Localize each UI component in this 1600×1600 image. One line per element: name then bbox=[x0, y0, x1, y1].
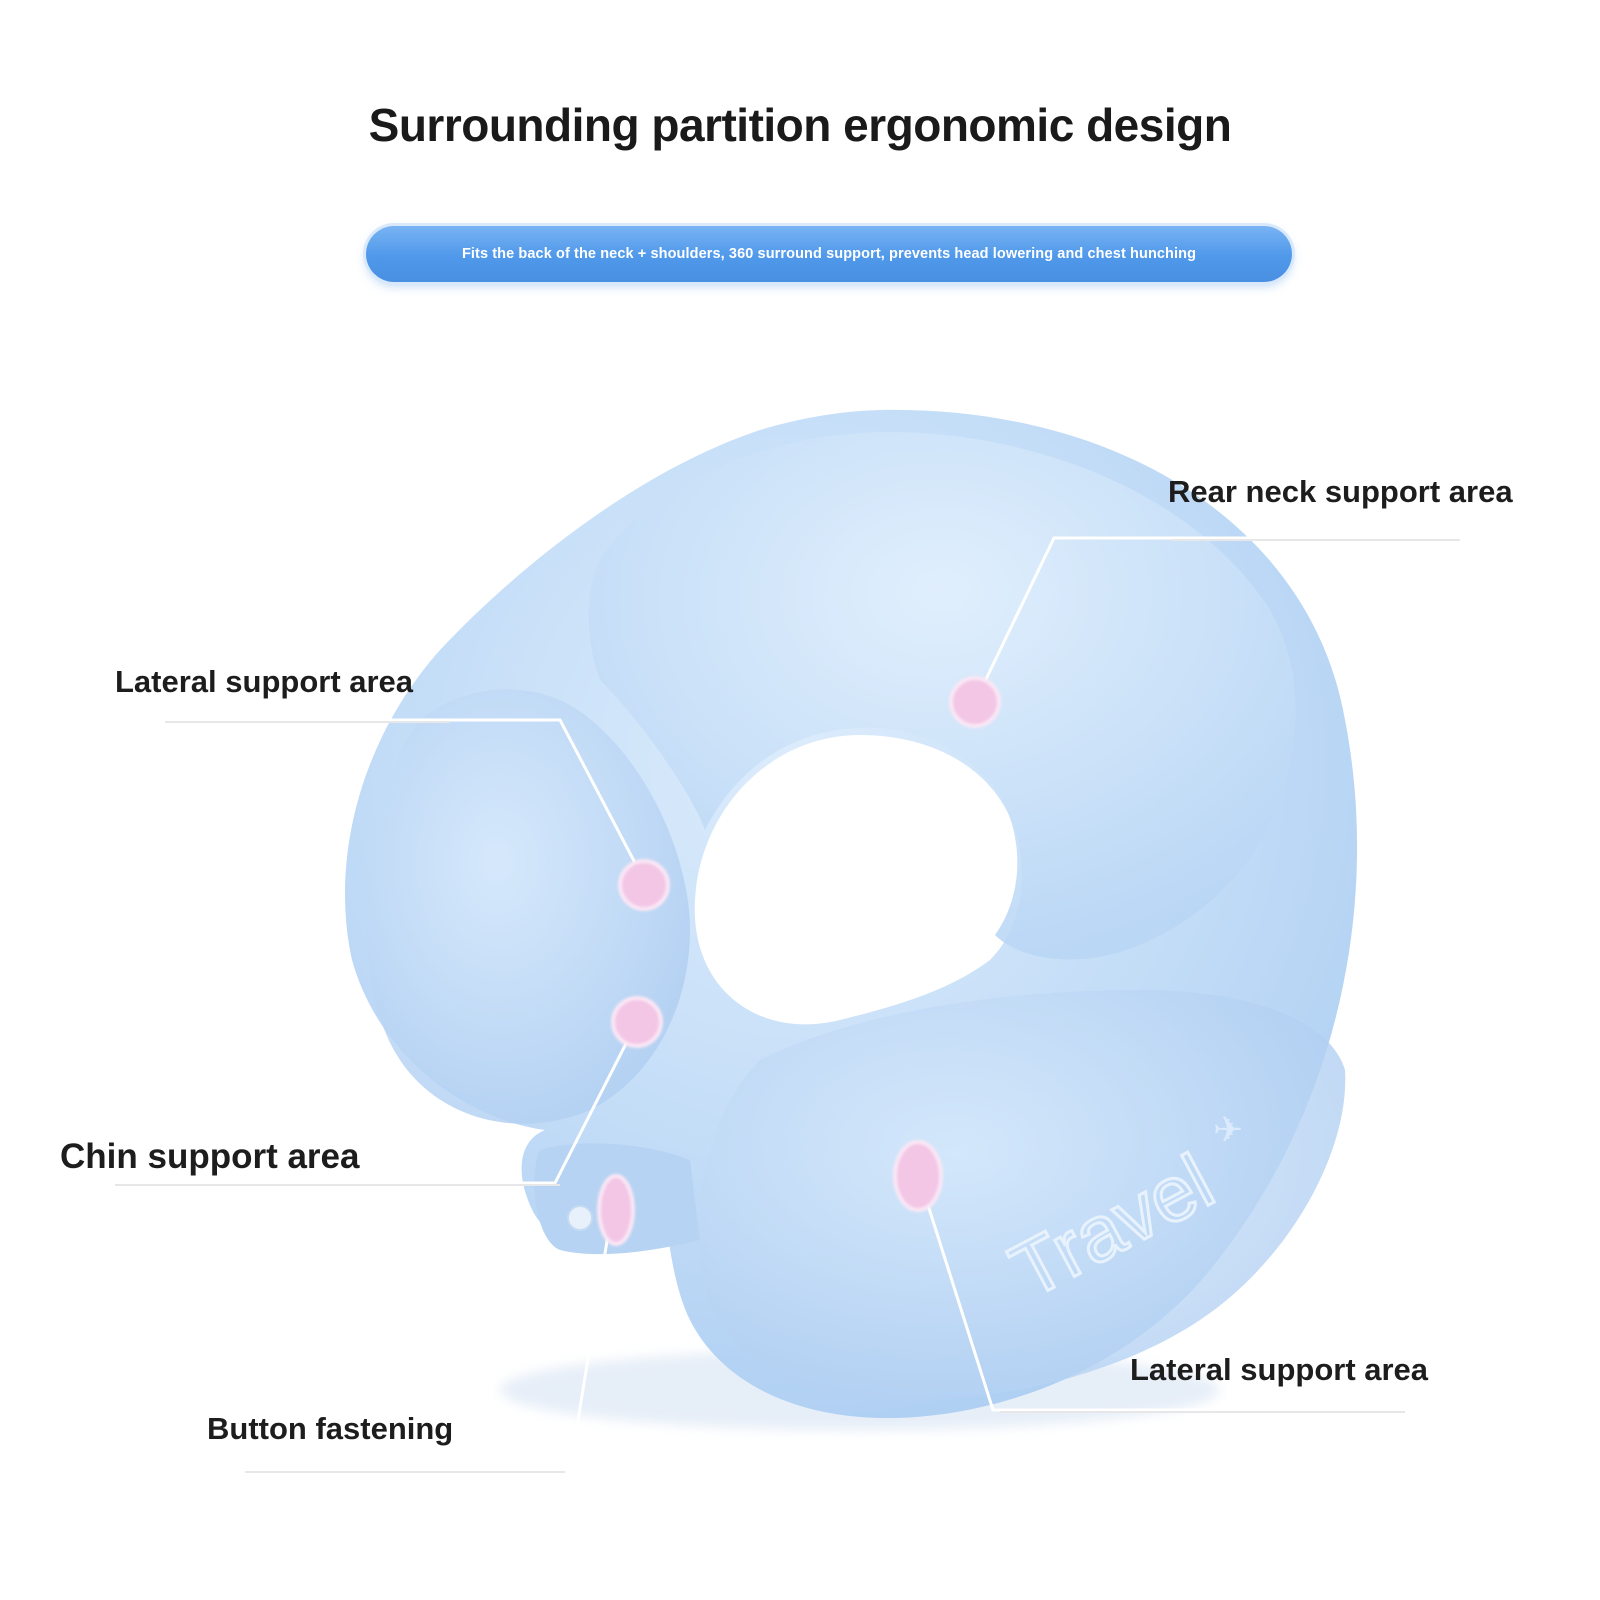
marker-rear-neck bbox=[949, 676, 1001, 728]
callout-rear-neck-support: Rear neck support area bbox=[1168, 474, 1513, 509]
leader-line-lateral-right bbox=[918, 1178, 1407, 1412]
leader-line-chin bbox=[108, 1018, 640, 1185]
page-title: Surrounding partition ergonomic design bbox=[368, 99, 1232, 151]
callout-markers bbox=[597, 676, 1001, 1246]
leader-lines bbox=[108, 536, 1457, 1472]
feature-banner: Fits the back of the neck + shoulders, 3… bbox=[366, 226, 1292, 282]
label-underlines bbox=[115, 539, 1460, 1473]
leader-line-lateral-left bbox=[158, 718, 646, 882]
button-snap bbox=[567, 1205, 593, 1231]
left-lobe bbox=[366, 689, 690, 1124]
callout-lateral-support-right: Lateral support area bbox=[1130, 1352, 1429, 1387]
callout-chin-support: Chin support area bbox=[60, 1137, 360, 1176]
marker-lateral-left bbox=[618, 859, 670, 911]
callout-lateral-support-left: Lateral support area bbox=[115, 664, 414, 699]
rear-neck-panel bbox=[588, 431, 1296, 960]
marker-lateral-right bbox=[893, 1140, 943, 1212]
airplane-icon: ✈ bbox=[1213, 1110, 1243, 1151]
callout-button-fastening: Button fastening bbox=[207, 1411, 454, 1446]
right-lobe bbox=[698, 990, 1346, 1401]
leader-line-button bbox=[238, 1208, 614, 1472]
feature-banner-text: Fits the back of the neck + shoulders, 3… bbox=[461, 246, 1197, 262]
leader-line-rear bbox=[973, 536, 1457, 704]
marker-button bbox=[597, 1174, 635, 1246]
marker-chin bbox=[611, 996, 663, 1048]
